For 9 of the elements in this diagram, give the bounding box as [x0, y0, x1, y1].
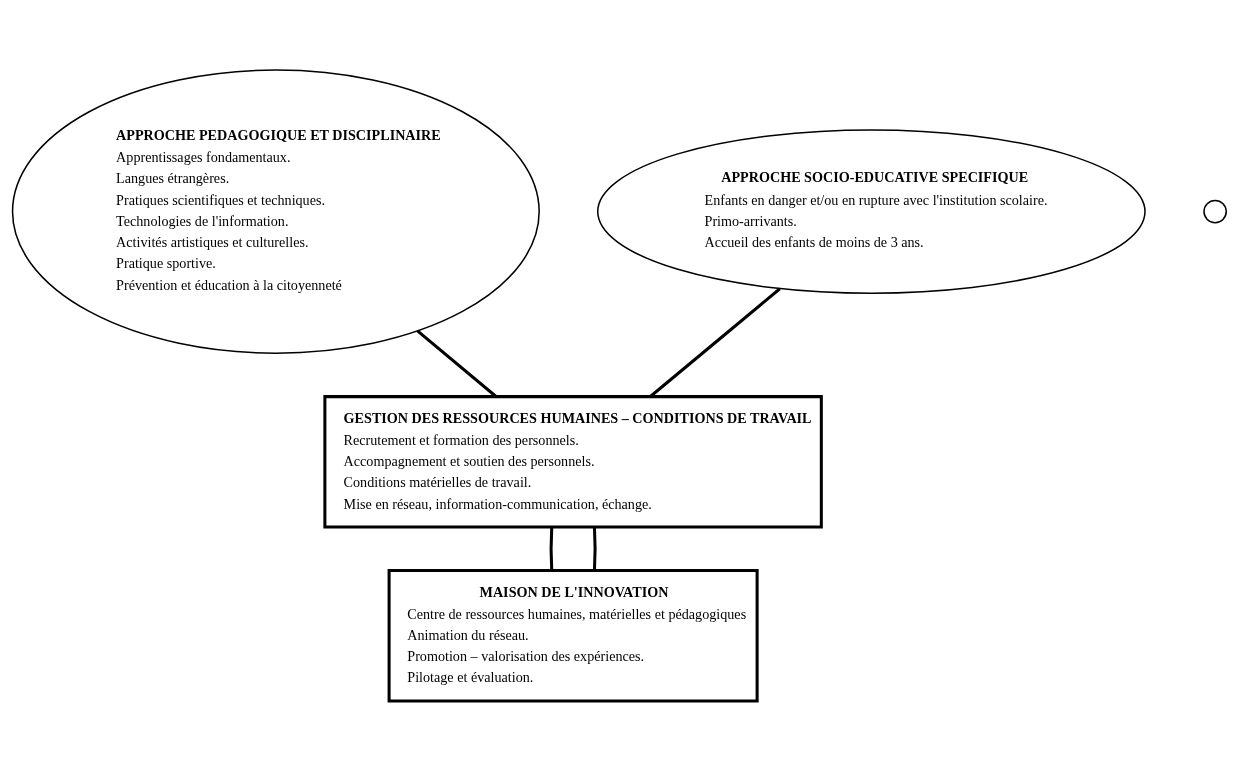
connector [649, 287, 781, 398]
connector [416, 329, 497, 398]
node-ellipse: APPROCHE SOCIO-EDUCATIVE SPECIFIQUE Enfants en danger et/ou en rupture avec l'institution scolaire. Primo-arrivants. Accueil des enfants de moins de 3 ans. [596, 128, 1146, 294]
node-circle [1203, 199, 1227, 223]
connector [592, 526, 597, 571]
node-ellipse: APPROCHE PEDAGOGIQUE ET DISCIPLINAIRE Apprentissages fondamentaux. Langues étrangères. Pratiques scientifiques et techniques. Technologies de l'information. Activités artistiques et culturelles. Pratique sportive. Prévention et éducation à la citoyenneté [11, 68, 540, 354]
node-box: MAISON DE L'INNOVATION Centre de ressources humaines, matérielles et pédagogiques Animation du réseau. Promotion – valorisation des expériences. Pilotage et évaluation. [387, 568, 759, 702]
connector [549, 526, 554, 571]
node-box: GESTION DES RESSOURCES HUMAINES – CONDITIONS DE TRAVAIL Recrutement et formation des personnels. Accompagnement et soutien des personnels. Conditions matérielles de travail. Mise en réseau, information-communication, échange. [323, 394, 823, 529]
